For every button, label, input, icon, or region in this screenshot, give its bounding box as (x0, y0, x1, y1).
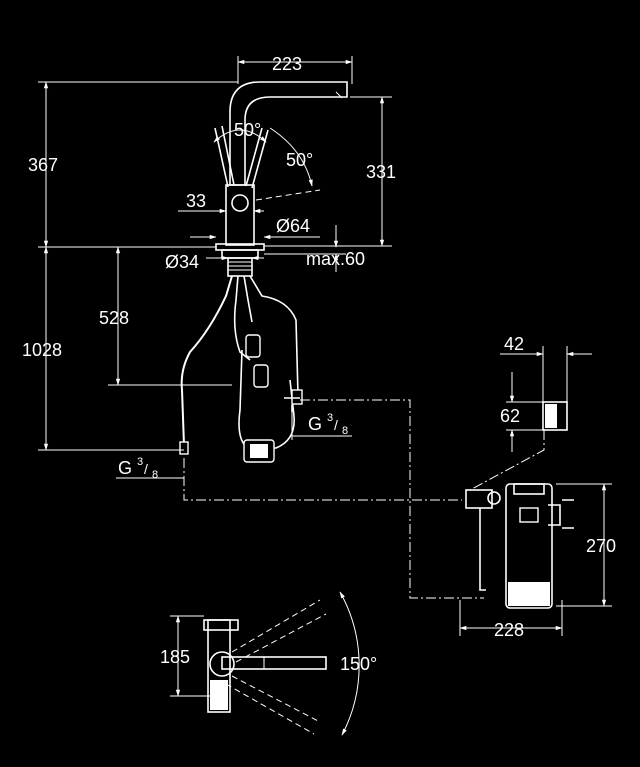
svg-text:/: / (334, 417, 338, 433)
control-box (542, 401, 568, 431)
svg-text:G: G (308, 414, 322, 434)
dim-185: 185 (160, 647, 190, 667)
dim-367: 367 (28, 155, 58, 175)
svg-text:G: G (118, 458, 132, 478)
svg-text:8: 8 (342, 425, 348, 437)
dim-1028: 1028 (22, 340, 62, 360)
svg-text:/: / (144, 461, 148, 477)
dim-max-60: max.60 (306, 249, 365, 269)
dim-528: 528 (99, 308, 129, 328)
dim-270: 270 (586, 536, 616, 556)
svg-text:3: 3 (327, 412, 333, 424)
dimension-lines (38, 56, 612, 697)
control-cable (469, 430, 545, 491)
svg-text:8: 8 (152, 469, 158, 481)
water-line-left (183, 458, 462, 501)
thread-label-right: G 3 / 8 (308, 412, 348, 437)
dim-42: 42 (504, 334, 524, 354)
faucet (214, 81, 348, 277)
dim-62: 62 (500, 406, 520, 426)
dim-223: 223 (272, 54, 302, 74)
angle-150: 150° (340, 654, 377, 674)
filter-unit (465, 483, 574, 609)
dimension-labels: 223 367 331 50° 50° 33 Ø64 Ø34 max.60 52… (22, 54, 616, 674)
dim-diameter-34: Ø34 (165, 252, 199, 272)
water-line-right (300, 399, 484, 599)
thread-label-left: G 3 / 8 (118, 456, 158, 481)
dim-33: 33 (186, 191, 206, 211)
angle-50-right: 50° (286, 150, 313, 170)
dim-228: 228 (494, 620, 524, 640)
dim-diameter-64: Ø64 (276, 216, 310, 236)
top-view (203, 591, 360, 736)
svg-text:3: 3 (137, 456, 143, 468)
angle-50-left: 50° (234, 120, 261, 140)
dim-331: 331 (366, 162, 396, 182)
hoses (179, 275, 303, 463)
